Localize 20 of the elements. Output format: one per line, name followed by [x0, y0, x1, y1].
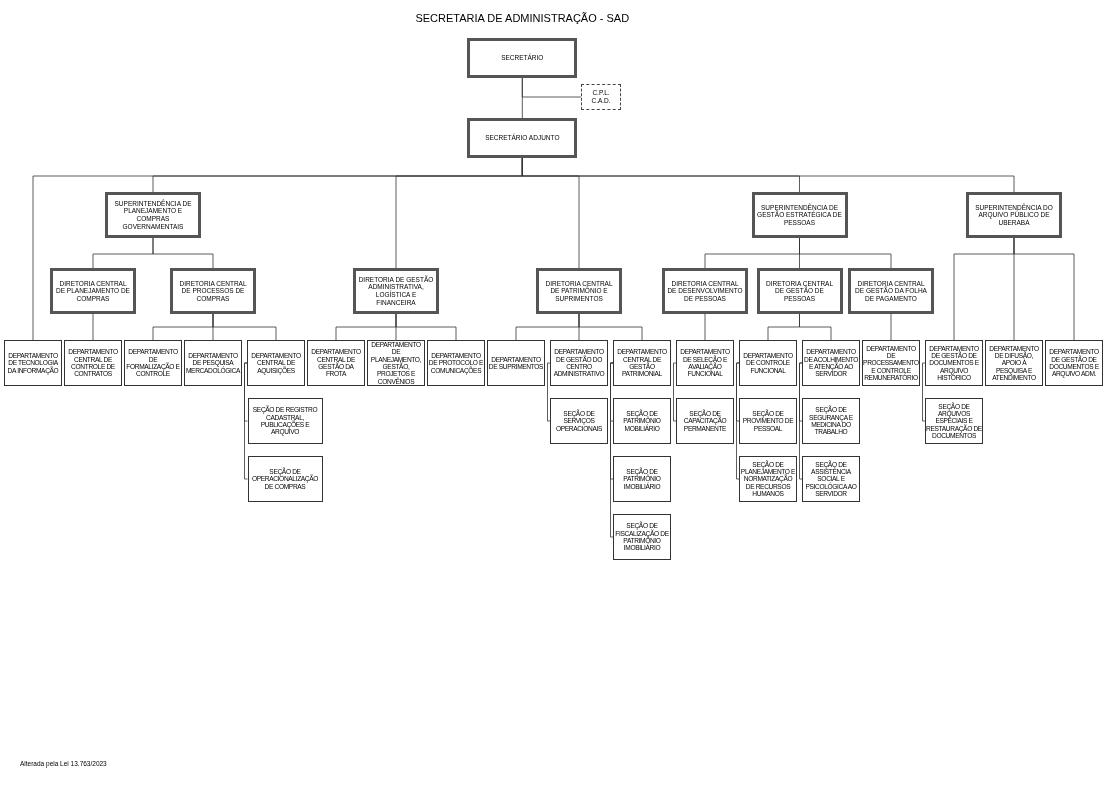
- connector-line: [212, 313, 277, 341]
- connector-line: [152, 237, 214, 269]
- connector-line: [922, 362, 926, 422]
- connector-line: [92, 313, 94, 341]
- connector-line: [610, 362, 614, 538]
- connector-line: [1013, 237, 1075, 341]
- connector-line: [547, 362, 551, 422]
- connector-line: [736, 362, 740, 480]
- chart-title: SECRETARIA DE ADMINISTRAÇÃO - SAD: [414, 12, 631, 24]
- connector-line: [799, 313, 832, 341]
- connector-line: [799, 362, 803, 480]
- connector-line: [704, 313, 706, 341]
- connector-line: [521, 77, 523, 119]
- connector-line: [673, 362, 677, 422]
- connector-line: [890, 313, 892, 341]
- connector-line: [578, 313, 643, 341]
- connector-line: [244, 362, 248, 480]
- connector-line: [395, 313, 457, 341]
- connector-line: [799, 237, 892, 269]
- connector-line: [521, 157, 1015, 193]
